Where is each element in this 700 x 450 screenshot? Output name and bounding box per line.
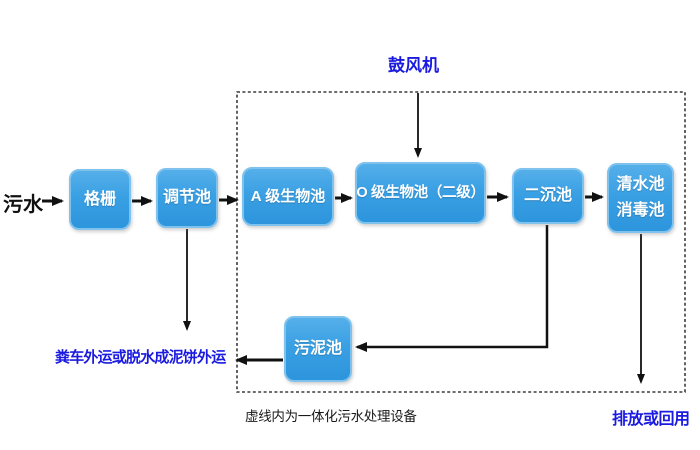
node-clear-water-disinfection-tank: 清水池 消毒池 [607, 163, 674, 233]
sludge-disposal-label: 粪车外运或脱水成泥饼外运 [55, 349, 226, 366]
node-o-grade-bio-tank-label: O 级生物池（二级） [356, 185, 485, 201]
dashed-boundary-note: 虚线内为一体化污水处理设备 [245, 409, 417, 424]
node-a-grade-bio-tank: A 级生物池 [242, 167, 334, 226]
node-sludge-tank: 污泥池 [284, 316, 352, 382]
node-bar-screen: 格栅 [69, 169, 131, 230]
node-o-grade-bio-tank: O 级生物池（二级） [355, 162, 486, 224]
node-regulating-tank-label: 调节池 [162, 189, 211, 206]
node-bar-screen-label: 格栅 [83, 190, 116, 208]
effluent-label: 排放或回用 [612, 411, 690, 428]
arrow-secondary-to-sludge [355, 225, 549, 352]
node-a-grade-bio-tank-label: A 级生物池 [250, 187, 326, 205]
node-secondary-sedimentation-tank: 二沉池 [512, 168, 584, 224]
node-disinfection-tank-label: 消毒池 [616, 202, 665, 219]
node-clear-water-tank-label: 清水池 [616, 176, 665, 193]
node-regulating-tank: 调节池 [156, 168, 218, 228]
node-sludge-tank-label: 污泥池 [293, 340, 342, 357]
node-secondary-sedimentation-tank-label: 二沉池 [523, 187, 572, 204]
inlet-wastewater-label: 污水 [3, 194, 43, 216]
blower-label: 鼓风机 [388, 56, 439, 75]
